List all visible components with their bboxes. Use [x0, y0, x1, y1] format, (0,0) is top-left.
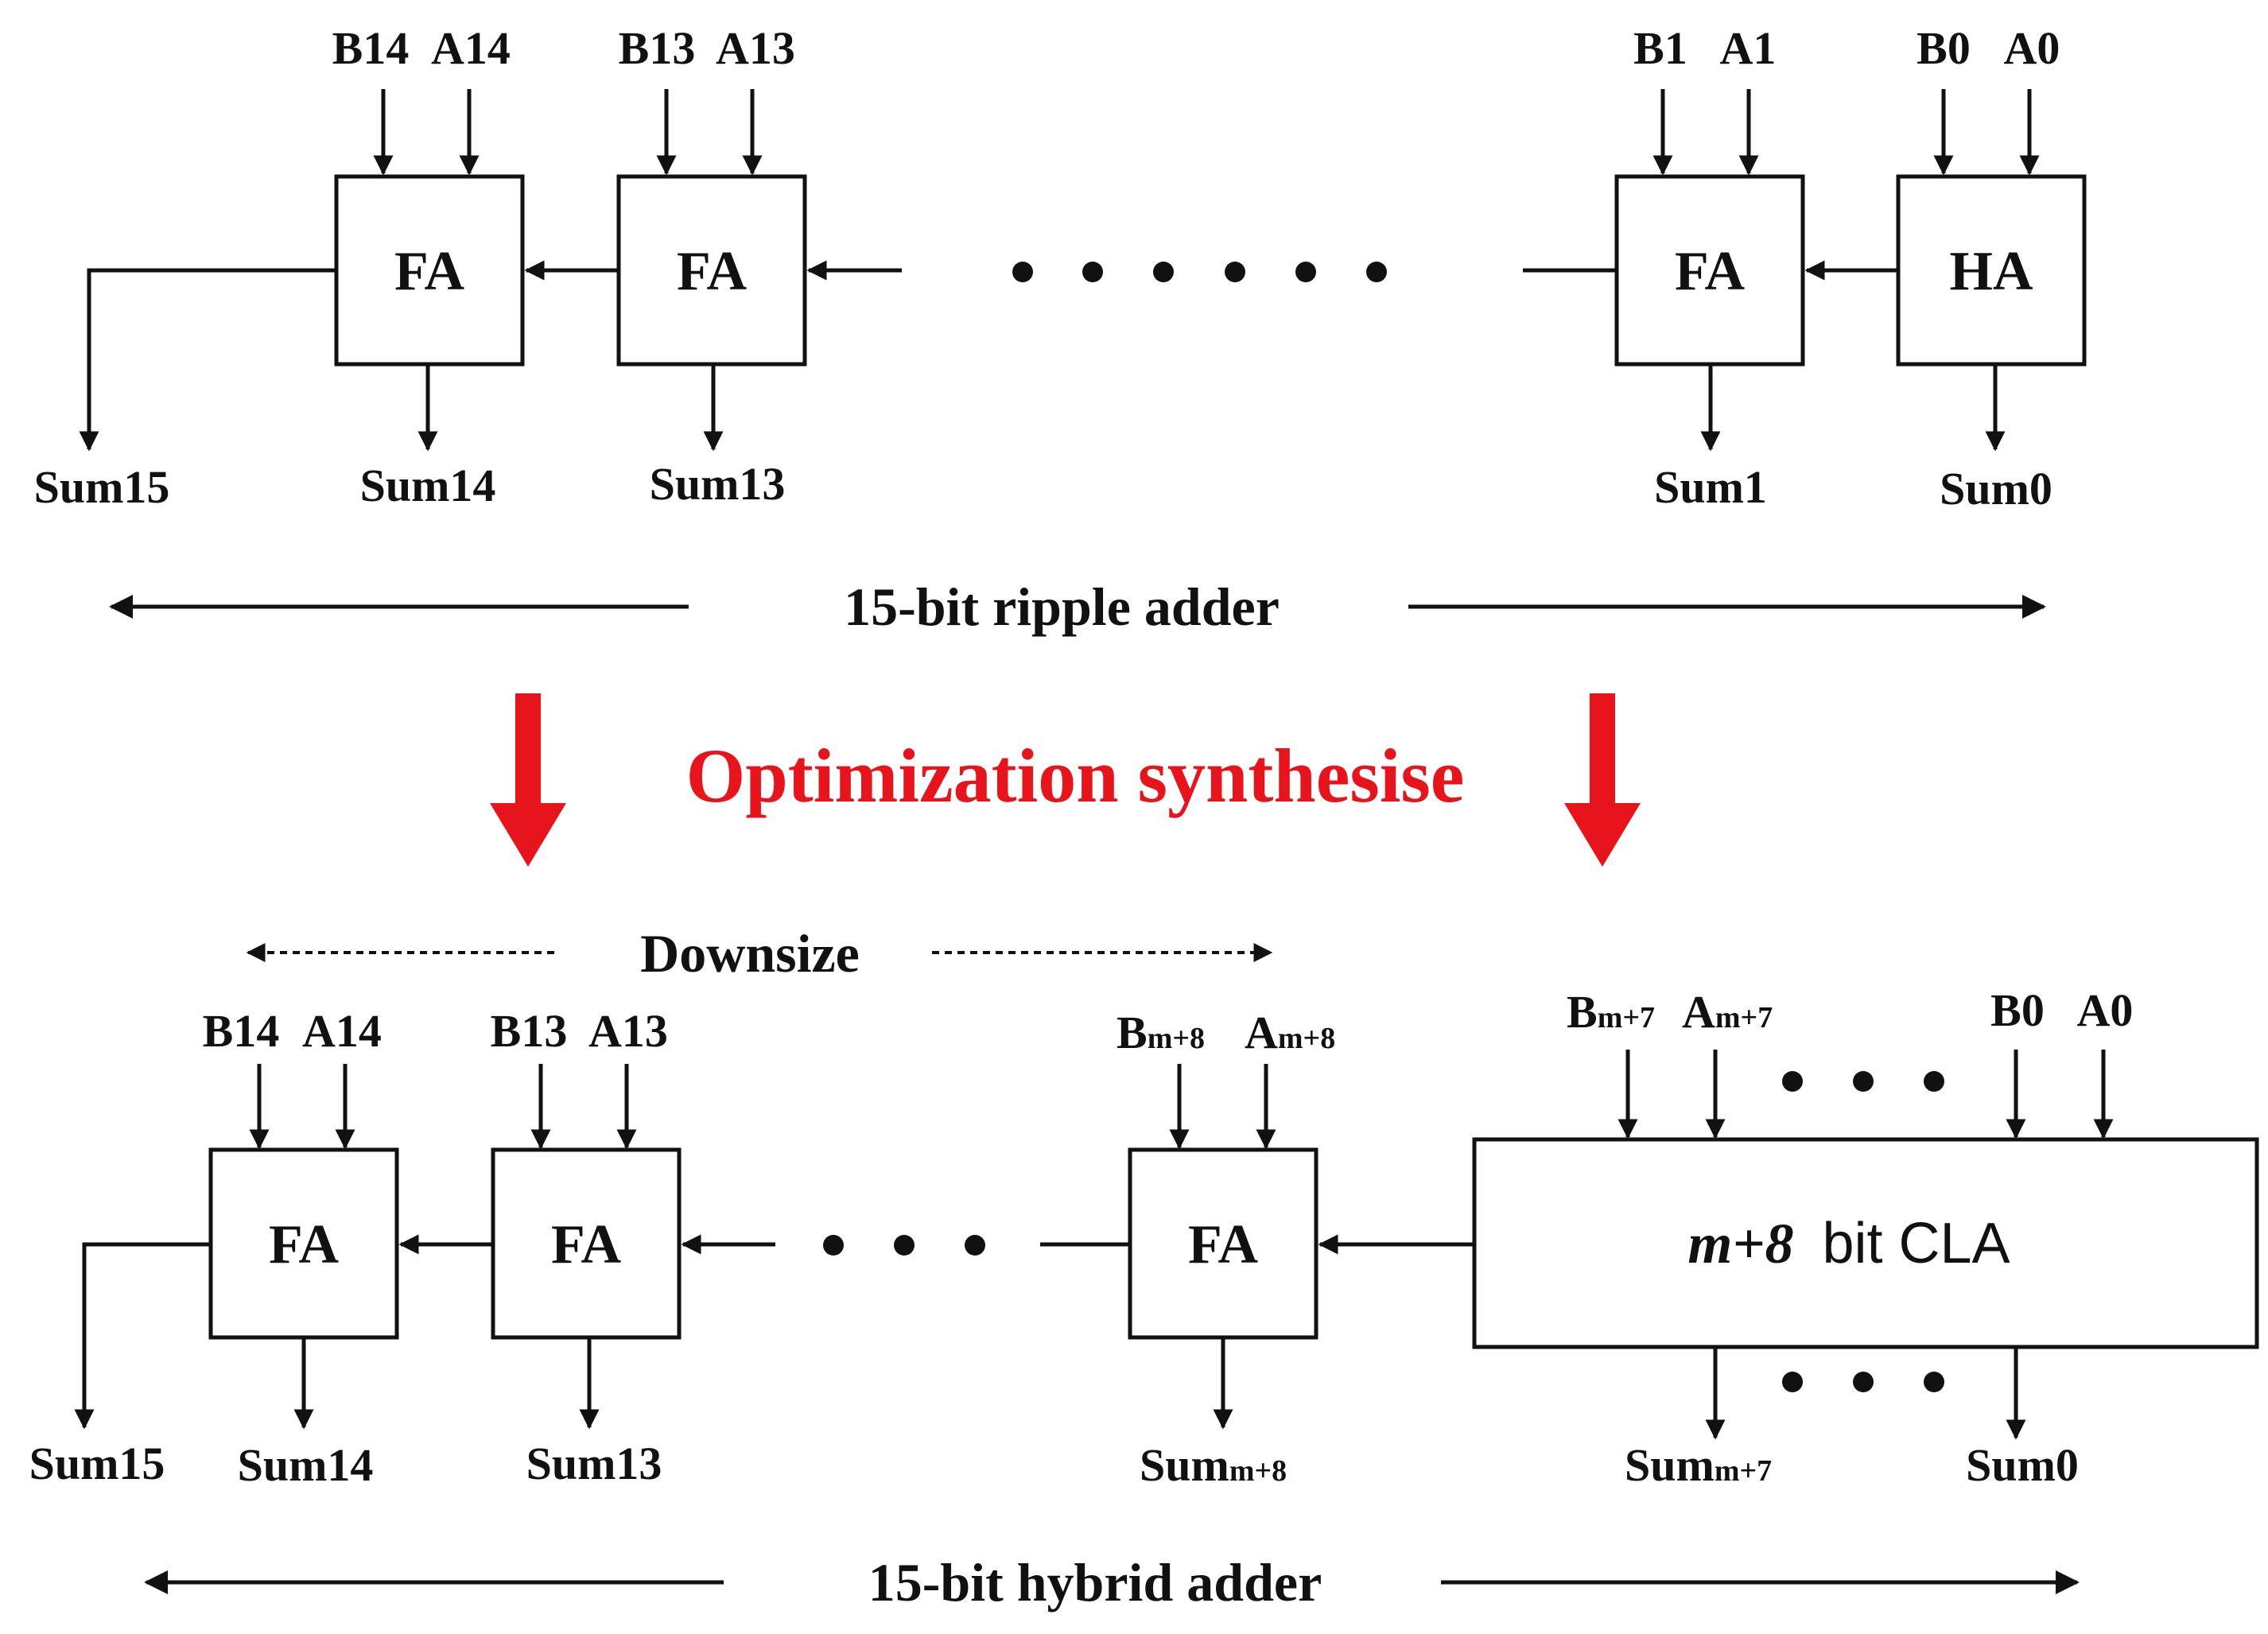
block-label: FA: [677, 241, 748, 302]
block-label: FA: [551, 1214, 622, 1275]
down-arrow-red-icon: [1564, 693, 1641, 867]
output-label-sum-m8: Summ+8: [1140, 1439, 1287, 1491]
optimization-section: Optimization synthesise: [490, 693, 1641, 867]
carry-out-wire: [79, 268, 336, 452]
block-label: FA: [1188, 1214, 1259, 1275]
output-label-sum14: Sum14: [238, 1439, 374, 1491]
input-label-a14: A14: [302, 1005, 382, 1057]
output-label-sum13: Sum13: [526, 1438, 662, 1489]
input-label-a13: A13: [716, 22, 795, 74]
output-label-sum0: Sum0: [1966, 1439, 2079, 1491]
output-label-sum15: Sum15: [34, 461, 170, 513]
input-label-a14: A14: [431, 22, 511, 74]
hybrid-adder-section: Downsize B14 A14 B13 A13 Bm+8 Am+8 Bm+7 …: [29, 923, 2259, 1613]
full-adder-block: [491, 1147, 682, 1340]
carry-out-wire: [74, 1242, 211, 1430]
input-label-b14: B14: [203, 1005, 280, 1057]
output-label-sum15: Sum15: [29, 1438, 165, 1489]
input-label-b14: B14: [332, 22, 410, 74]
hybrid-adder-caption: 15-bit hybrid adder: [868, 1552, 1322, 1613]
output-label-sum14: Sum14: [360, 460, 496, 511]
down-arrow-red-icon: [490, 693, 566, 867]
block-label: FA: [394, 241, 465, 302]
ellipsis-dots: [823, 1235, 985, 1256]
output-label-sum1: Sum1: [1654, 461, 1767, 513]
input-label-b0: B0: [1990, 984, 2045, 1036]
ellipsis-dots: [1782, 1071, 1944, 1392]
ripple-adder-section: B14 A14 B13 A13 B1 A1 B0 A0 FA FA FA HA: [34, 22, 2087, 637]
downsize-label: Downsize: [640, 923, 860, 984]
half-adder-block: [1896, 174, 2087, 367]
block-label: FA: [1675, 241, 1746, 302]
input-label-a0: A0: [2077, 984, 2134, 1036]
ripple-adder-caption: 15-bit ripple adder: [844, 576, 1280, 637]
output-label-sum13: Sum13: [650, 458, 786, 510]
input-label-b0: B0: [1917, 22, 1971, 74]
cla-block: [1472, 1137, 2259, 1349]
input-label-b1: B1: [1633, 22, 1687, 74]
full-adder-block: [1614, 174, 1805, 367]
optimization-label: Optimization synthesise: [686, 733, 1465, 818]
output-label-sum-m7: Summ+7: [1625, 1439, 1772, 1491]
input-label-am7: Am+7: [1682, 986, 1773, 1038]
output-label-sum0: Sum0: [1940, 463, 2052, 514]
block-label: HA: [1950, 241, 2033, 302]
input-label-bm8: Bm+8: [1117, 1007, 1205, 1058]
input-label-a0: A0: [2004, 22, 2060, 74]
input-label-b13: B13: [491, 1005, 568, 1057]
ellipsis-dots: [1012, 262, 1387, 282]
block-label: FA: [269, 1214, 340, 1275]
input-label-b13: B13: [619, 22, 696, 74]
input-label-a1: A1: [1720, 22, 1777, 74]
input-label-bm7: Bm+7: [1567, 986, 1655, 1038]
input-label-a13: A13: [588, 1005, 668, 1057]
input-label-am8: Am+8: [1245, 1007, 1335, 1058]
